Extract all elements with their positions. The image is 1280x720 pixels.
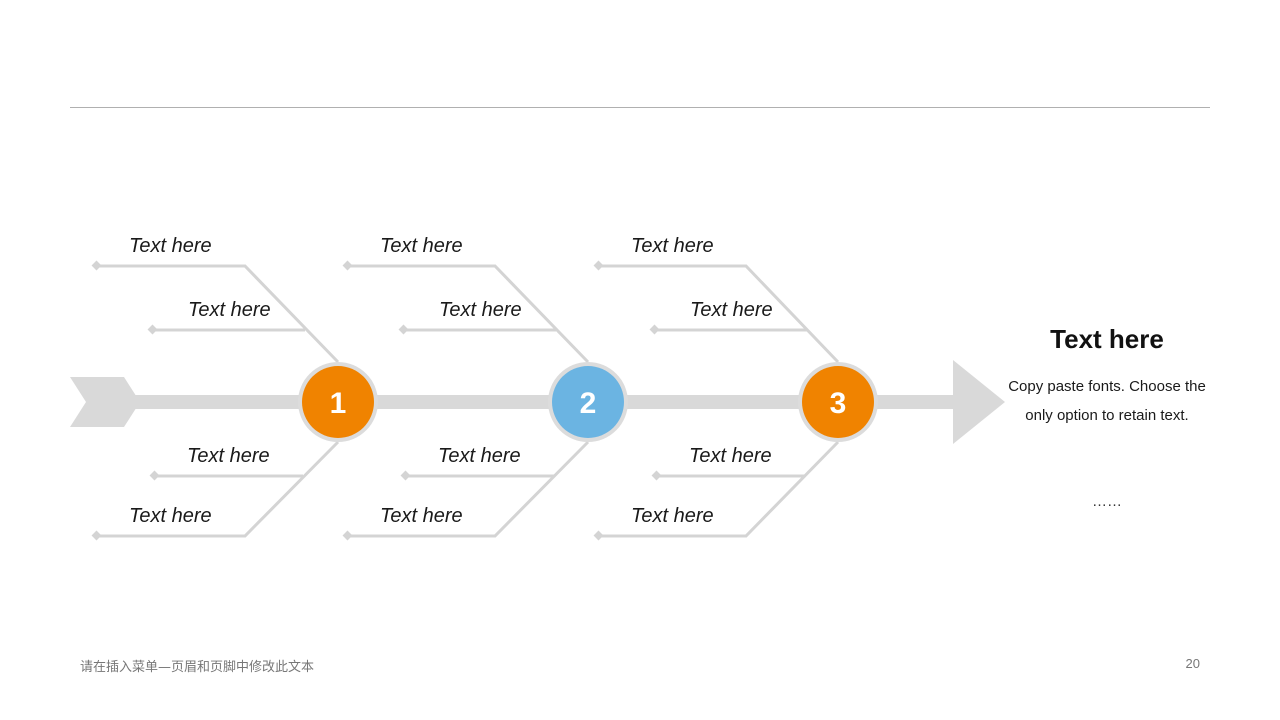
- label-node-2-top-outer: Text here: [380, 235, 463, 257]
- side-ellipsis: ……: [1092, 493, 1122, 510]
- bones-node-2: [348, 264, 590, 538]
- arrow-head: [953, 360, 1005, 444]
- bone-end-markers-node-3: [593, 260, 662, 541]
- bone-end-markers-node-2: [342, 260, 411, 541]
- bones-node-1: [97, 264, 340, 538]
- node-1-number: 1: [330, 387, 347, 420]
- node-2-circle: [552, 366, 624, 438]
- node-3-number: 3: [830, 387, 847, 420]
- node-2: 2: [548, 362, 628, 442]
- label-node-1-bottom-outer: Text here: [129, 505, 212, 527]
- side-title: Text here: [1050, 324, 1164, 354]
- label-node-3-bottom-outer: Text here: [631, 505, 714, 527]
- label-node-2-bottom-inner: Text here: [438, 445, 521, 467]
- node-1: 1: [298, 362, 378, 442]
- label-node-2-top-inner: Text here: [439, 299, 522, 321]
- node-3-circle: [802, 366, 874, 438]
- page-number: 20: [1185, 656, 1200, 671]
- node-1-circle: [302, 366, 374, 438]
- label-node-2-bottom-outer: Text here: [380, 505, 463, 527]
- node-2-number: 2: [580, 387, 597, 420]
- label-node-1-top-outer: Text here: [129, 235, 212, 257]
- arrow-tail: [70, 377, 140, 427]
- label-node-3-bottom-inner: Text here: [689, 445, 772, 467]
- label-node-1-top-inner: Text here: [188, 299, 271, 321]
- label-node-1-bottom-inner: Text here: [187, 445, 270, 467]
- side-body-text: Copy paste fonts. Choose the only option…: [1008, 378, 1206, 424]
- label-node-3-top-inner: Text here: [690, 299, 773, 321]
- bones-node-3: [599, 264, 840, 538]
- top-divider: [70, 107, 1210, 108]
- node-3: 3: [798, 362, 878, 442]
- label-node-3-top-outer: Text here: [631, 235, 714, 257]
- footer-text: 请在插入菜单—页眉和页脚中修改此文本: [80, 660, 315, 675]
